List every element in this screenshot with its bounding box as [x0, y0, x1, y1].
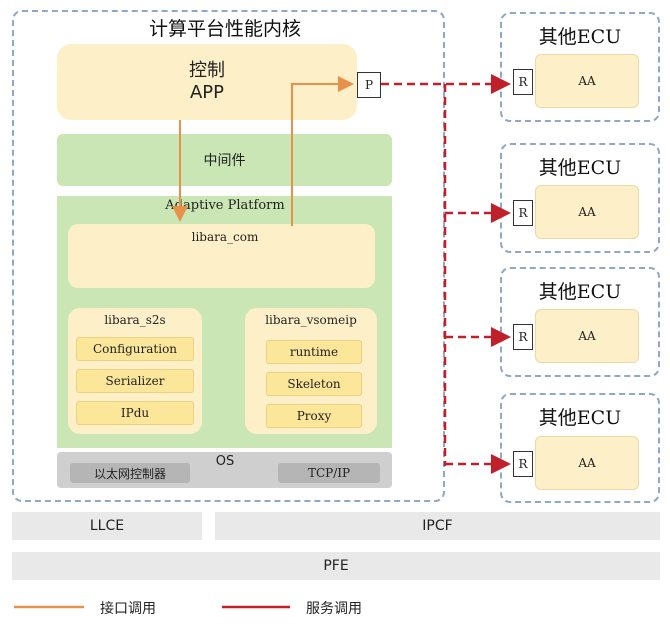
s2s-configuration: Configuration	[76, 337, 194, 361]
control-app-block: 控制 APP	[57, 44, 357, 120]
interface-arrow-up	[291, 76, 354, 226]
libara-com-label: libara_com	[191, 230, 259, 244]
ecu-app-aa-1: AA	[535, 54, 639, 108]
port-p: P	[357, 72, 381, 98]
libara-s2s-title: libara_s2s	[104, 313, 166, 327]
middleware-block: 中间件	[57, 134, 392, 186]
ecu-app-aa-3: AA	[535, 309, 639, 363]
ecu-port-r-4: R	[513, 451, 533, 477]
ecu-box-1	[500, 12, 660, 122]
pfe-label: PFE	[323, 558, 349, 574]
ipcf-bar: IPCF	[215, 512, 660, 540]
ecu-title-1: 其他ECU	[538, 26, 622, 48]
legend-interface-label: 接口调用	[100, 601, 156, 617]
compute-platform-title: 计算平台性能内核	[148, 18, 301, 40]
ethernet-controller: 以太网控制器	[70, 463, 190, 483]
ecu-port-r-1: R	[513, 69, 533, 95]
tcpip-block: TCP/IP	[278, 463, 380, 483]
os-label: OS	[215, 453, 235, 469]
pfe-bar: PFE	[12, 552, 660, 580]
middleware-label: 中间件	[203, 153, 246, 169]
libara-com-block	[68, 224, 375, 288]
ecu-app-aa-2: AA	[535, 185, 639, 239]
legend-service-label: 服务调用	[306, 601, 362, 617]
adaptive-platform-label: Adaptive Platform	[165, 197, 285, 213]
ecu-box-2	[500, 143, 660, 253]
s2s-serializer: Serializer	[76, 369, 194, 393]
vsomeip-skeleton: Skeleton	[266, 372, 362, 396]
llce-bar: LLCE	[12, 512, 202, 540]
ecu-app-aa-4: AA	[535, 436, 639, 490]
ecu-title-3: 其他ECU	[538, 281, 622, 303]
ecu-box-3	[500, 267, 660, 377]
vsomeip-proxy: Proxy	[266, 404, 362, 428]
ecu-title-4: 其他ECU	[538, 407, 622, 429]
ecu-box-4	[500, 393, 660, 503]
app-label-line1: 控制	[189, 60, 225, 81]
libara-vsomeip-title: libara_vsomeip	[265, 313, 357, 327]
ecu-port-r-2: R	[513, 200, 533, 226]
ecu-port-r-3: R	[513, 324, 533, 350]
vsomeip-runtime: runtime	[266, 340, 362, 364]
app-label-line2: APP	[189, 82, 225, 103]
llce-label: LLCE	[89, 518, 125, 534]
ecu-title-2: 其他ECU	[538, 157, 622, 179]
ipcf-label: IPCF	[422, 518, 453, 534]
s2s-ipdu: IPdu	[76, 401, 194, 425]
